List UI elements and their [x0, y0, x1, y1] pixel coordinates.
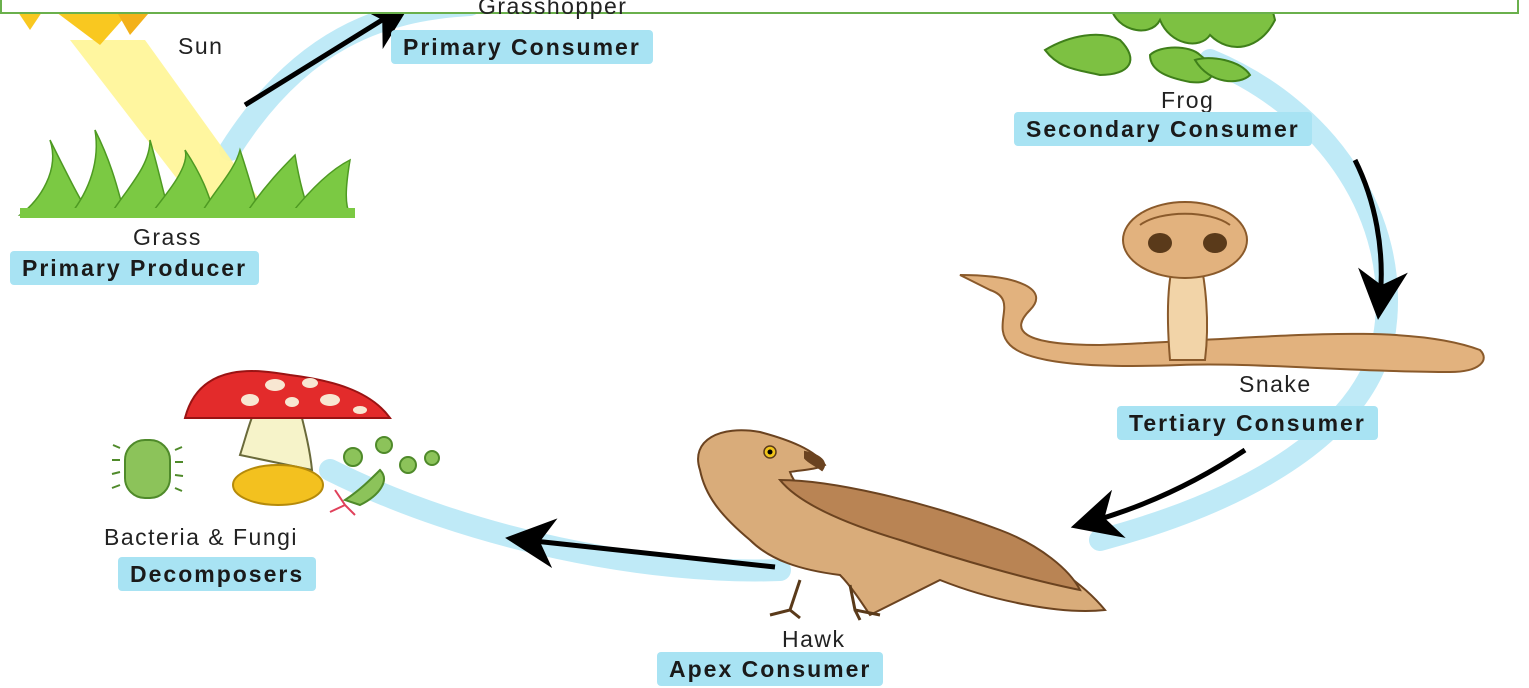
grasshopper-label: Grasshopper [478, 0, 628, 19]
arrow-snake-to-hawk [1070, 447, 1247, 538]
grass-icon [17, 129, 355, 218]
tertiary-consumer-badge: Tertiary Consumer [1117, 406, 1378, 440]
secondary-consumer-badge: Secondary Consumer [1014, 112, 1312, 146]
grass-label: Grass [133, 224, 202, 250]
primary-producer-badge: Primary Producer [10, 251, 260, 285]
decomposers-badge: Decomposers [118, 557, 317, 591]
primary-consumer-badge: Primary Consumer [391, 30, 653, 64]
mushroom-icon [183, 370, 392, 506]
snake-icon [959, 201, 1485, 374]
apex-consumer-badge: Apex Consumer [657, 652, 884, 686]
sprout-icon [329, 436, 440, 516]
snake-label: Snake [1239, 371, 1312, 397]
hawk-label: Hawk [782, 626, 846, 652]
arrow-hawk-to-decomposers [505, 518, 776, 570]
arrow-grass-to-grasshopper [243, 1, 412, 108]
arrow-frog-to-snake [1352, 158, 1408, 320]
hawk-icon [697, 429, 1107, 621]
frog-label: Frog [1161, 87, 1215, 113]
top-frame-border [0, 0, 1519, 14]
bacteria-icon [111, 439, 184, 499]
decomposers-label: Bacteria & Fungi [104, 524, 299, 550]
sun-label: Sun [178, 33, 224, 59]
